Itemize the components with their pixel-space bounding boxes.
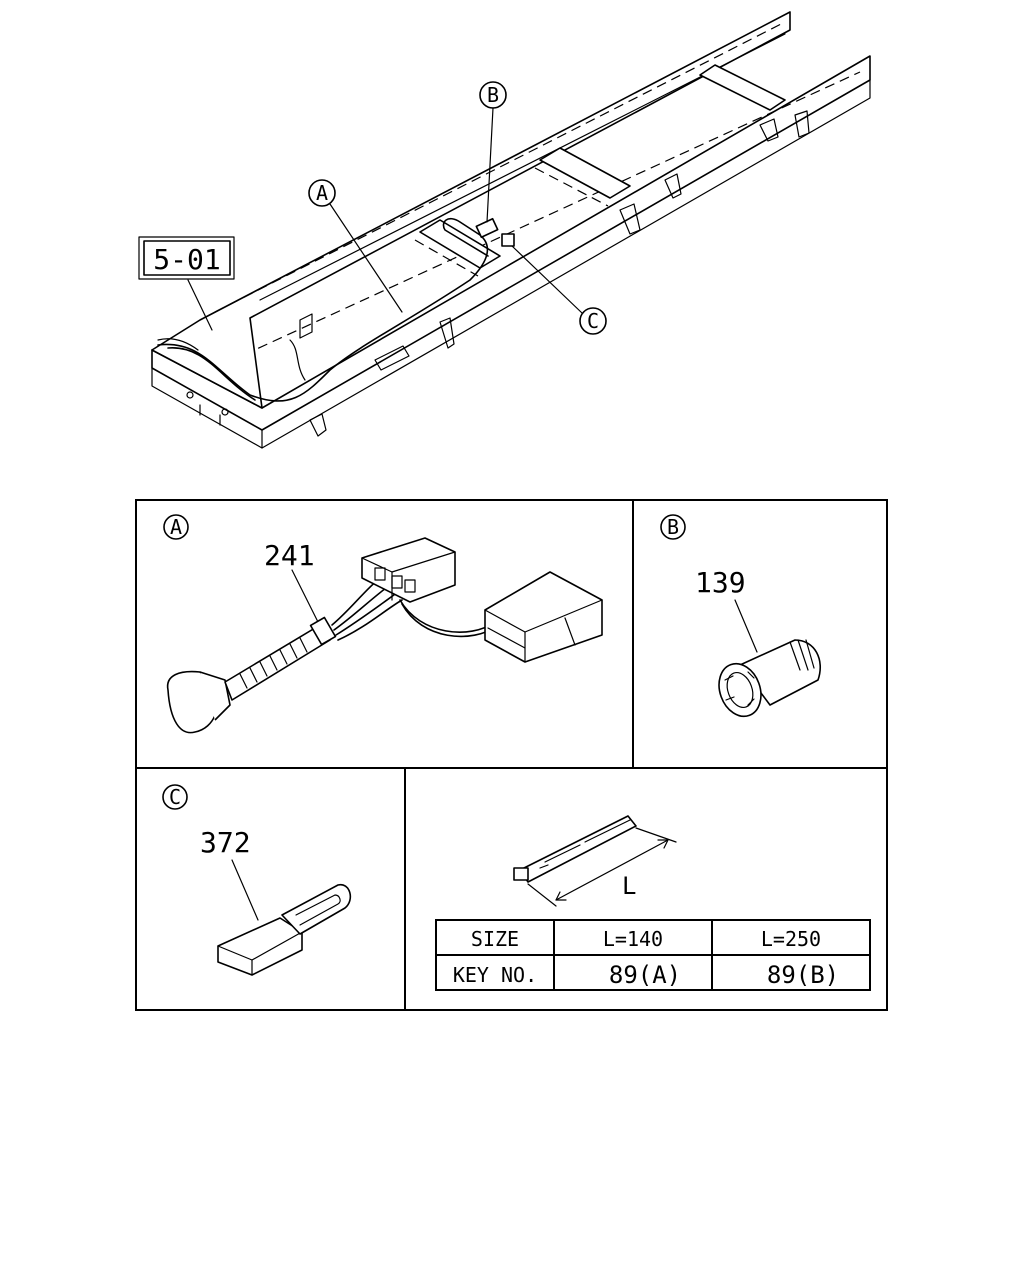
connector-139-illustration (718, 639, 821, 718)
harness-route (157, 217, 489, 402)
clip-illustration (513, 815, 637, 883)
callout-c-label: C (587, 309, 599, 333)
table-header-size: SIZE (471, 927, 519, 951)
detail-b-tag: B (667, 515, 679, 539)
detail-panels-frame (135, 499, 888, 1011)
clip-detail-panel: L SIZE L=140 L=250 KEY NO. 89(A) 89(B) (435, 815, 871, 991)
detail-b-panel: B 139 (660, 514, 821, 718)
detail-a-part-number: 241 (264, 539, 315, 572)
terminal-372-illustration (217, 883, 352, 976)
table-header-l250: L=250 (761, 927, 821, 951)
ref-box-label: 5-01 (153, 243, 220, 276)
frame-connector-b (475, 217, 499, 239)
table-header-l140: L=140 (603, 927, 663, 951)
harness-241-illustration (166, 537, 603, 734)
detail-b-part-number: 139 (695, 566, 746, 599)
detail-c-tag: C (169, 785, 181, 809)
chassis-frame-illustration (151, 11, 871, 449)
dimension-label: L (622, 872, 636, 900)
size-key-table: SIZE L=140 L=250 KEY NO. 89(A) 89(B) (435, 919, 871, 991)
dimension-arrow (527, 827, 677, 907)
table-cell-89b: 89(B) (767, 961, 839, 989)
frame-connector-c (501, 233, 515, 247)
callout-b: B (479, 81, 507, 223)
table-row-key-no: KEY NO. (453, 963, 537, 987)
callout-b-label: B (487, 83, 499, 107)
callout-a-label: A (316, 181, 328, 205)
table-cell-89a: 89(A) (609, 961, 681, 989)
callout-c: C (511, 245, 607, 335)
detail-c-part-number: 372 (200, 826, 251, 859)
detail-c-panel: C 372 (162, 784, 352, 976)
detail-a-tag: A (170, 515, 182, 539)
detail-a-panel: A 241 (163, 514, 603, 734)
ref-box-5-01: 5-01 (138, 236, 235, 331)
callout-a: A (308, 179, 403, 313)
